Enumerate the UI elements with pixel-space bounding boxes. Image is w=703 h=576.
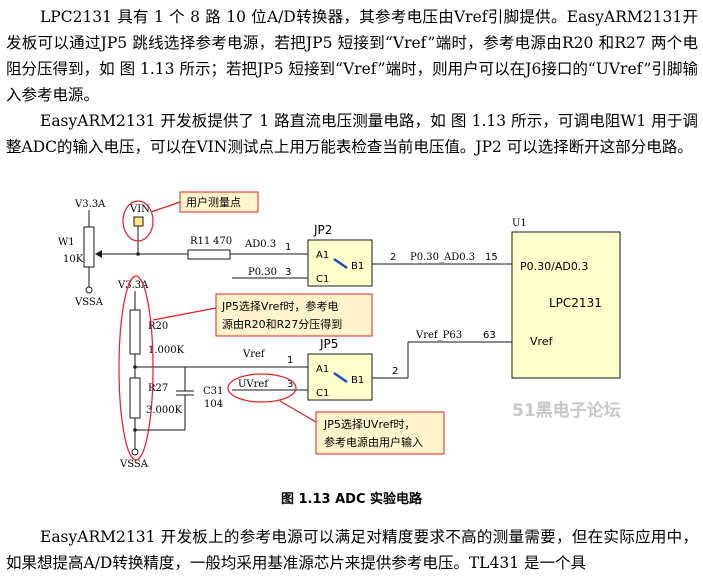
jp2-c1: C1 (316, 274, 329, 285)
label-jp5: JP5 (319, 337, 338, 351)
r20-resistor (129, 309, 141, 355)
jp2-switch (333, 257, 348, 270)
chip-pin-p030: P0.30/AD0.3 (520, 260, 588, 273)
pin-2: 2 (390, 252, 396, 263)
jp5-switch (333, 371, 348, 384)
callout-leader (279, 400, 317, 423)
jp2-a1: A1 (316, 250, 329, 261)
figure-caption: 图 1.13 ADC 实验电路 (280, 492, 423, 507)
callout-jp5-vref (215, 293, 373, 337)
callout-jp5-uvref (315, 411, 445, 455)
label-r11: R11 (190, 236, 210, 247)
paragraph-dc-measure: EasyARM2131 开发板提供了 1 路直流电压测量电路，如 图 1.13 … (6, 112, 698, 156)
callout-user-point-text: 用户测量点 (186, 195, 241, 209)
label-w1-val: 10K (63, 254, 84, 265)
wiper-arrow (95, 250, 102, 258)
label-vssa-top: VSSA (74, 297, 104, 308)
label-v33-top: V3.3A (74, 199, 106, 210)
label-r27: R27 (148, 383, 168, 394)
jp5-c1: C1 (316, 388, 329, 399)
chip-pin-vref: Vref (530, 335, 554, 348)
r11-resistor (187, 249, 231, 260)
junction (136, 252, 140, 256)
label-vssa-bottom: VSSA (119, 459, 149, 470)
label-p030: P0.30 (248, 267, 277, 278)
paragraph-adc-reference: LPC2131 具有 1 个 8 路 10 位A/D转换器，其参考电压由Vref… (6, 8, 698, 104)
pin-63: 63 (483, 330, 496, 341)
pin-3-jp5: 3 (287, 379, 293, 390)
label-ad03: AD0.3 (244, 239, 276, 250)
label-r20: R20 (148, 321, 168, 332)
pin-3: 3 (285, 267, 291, 278)
label-vin: VIN (129, 204, 150, 215)
label-c31: C31 (203, 386, 223, 397)
callout-jp5-vref-line1: JP5选择Vref时，参考电 (221, 299, 338, 313)
pin-2-jp5: 2 (392, 366, 398, 377)
label-w1: W1 (58, 237, 75, 248)
vin-test-point (133, 216, 144, 227)
label-c31-val: 104 (204, 399, 223, 410)
vssa-terminal (85, 286, 93, 294)
junction (133, 428, 137, 432)
divider-highlight-ring (118, 275, 154, 461)
paragraph-reference-source: EasyARM2131 开发板上的参考电源可以满足对精度要求不高的测量需要，但在… (6, 528, 698, 572)
pin-1-jp5: 1 (287, 355, 293, 366)
label-u1: U1 (512, 218, 527, 229)
label-r27-val: 3.000K (146, 405, 183, 416)
label-vref-net: Vref (242, 349, 266, 360)
chip-name: LPC2131 (549, 296, 602, 310)
net-vref-p63: Vref_P63 (415, 330, 462, 341)
callout-user-point (179, 191, 259, 213)
label-v33-mid: V3.3A (117, 280, 149, 291)
callout-jp5-vref-line2: 源由R20和R27分压得到 (222, 317, 342, 331)
jp5-b1: B1 (351, 375, 364, 386)
callout-leader (152, 307, 217, 321)
pin-1: 1 (285, 242, 291, 253)
callout-jp5-uvref-line2: 参考电源由用户输入 (324, 435, 423, 449)
pin-15: 15 (485, 252, 498, 263)
vin-highlight-ring (122, 200, 154, 242)
label-jp2: JP2 (313, 223, 332, 237)
r27-resistor (129, 377, 141, 419)
jp2-b1: B1 (351, 261, 364, 272)
callout-leader (150, 201, 181, 213)
adc-circuit-diagram: V3.3A VSSA W1 10K VIN 用户测量点 R11 470 AD0.… (58, 191, 621, 470)
jp5-a1: A1 (316, 364, 329, 375)
label-r11-val: 470 (213, 236, 232, 247)
callout-jp5-uvref-line1: JP5选择UVref时， (323, 417, 415, 431)
net-p030-ad03: P0.30_AD0.3 (410, 252, 475, 263)
label-uvref: UVref (238, 379, 269, 390)
watermark: 51黑电子论坛 (512, 400, 621, 421)
uvref-highlight-ring (227, 373, 297, 403)
w1-resistor (83, 226, 95, 268)
label-r20-val: 1.000K (148, 345, 185, 356)
vssa-terminal-bottom (131, 448, 139, 456)
lpc2131-chip (511, 231, 621, 379)
